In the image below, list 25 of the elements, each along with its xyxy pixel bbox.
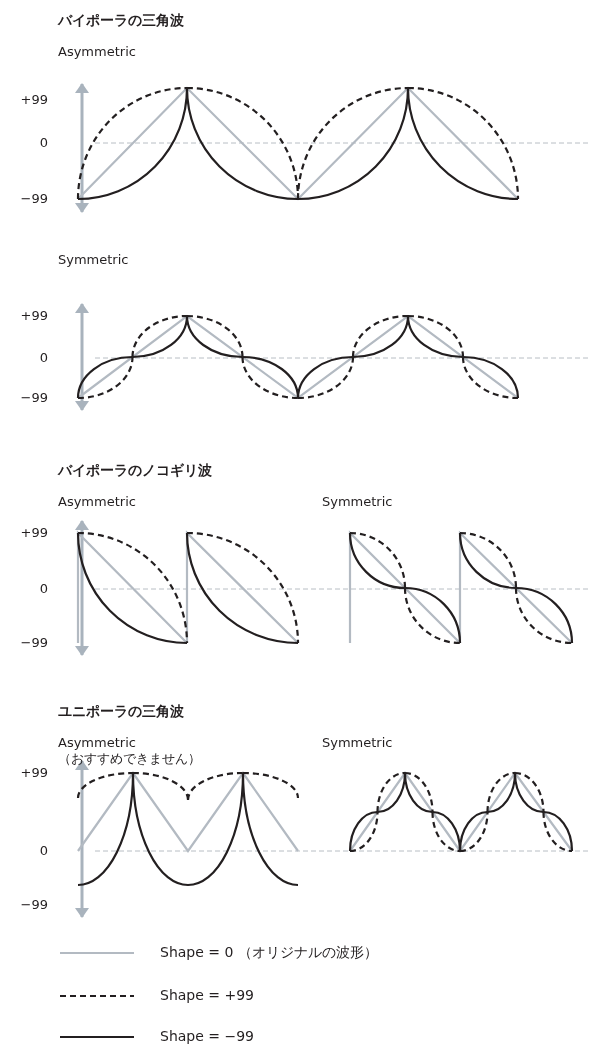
axis-value: −99 — [20, 390, 48, 406]
chart-subtitle: Symmetric — [322, 494, 393, 510]
axis-value: +99 — [20, 308, 48, 324]
axis-value: +99 — [20, 525, 48, 541]
axis-value: 0 — [39, 843, 48, 859]
section-heading: ユニポーラの三角波 — [58, 703, 184, 719]
chart-subtitle: Asymmetric — [58, 44, 136, 60]
axis-value: −99 — [20, 635, 48, 651]
legend-label: Shape = +99 — [160, 987, 254, 1003]
chart-subtitle: （おすすめできません） — [58, 751, 201, 767]
legend-label: Shape = 0 （オリジナルの波形） — [160, 944, 378, 960]
section-heading: バイポーラのノコギリ波 — [58, 462, 212, 478]
axis-value: 0 — [39, 135, 48, 151]
section-heading: バイポーラの三角波 — [58, 12, 184, 28]
legend-label: Shape = −99 — [160, 1028, 254, 1044]
chart-subtitle: Symmetric — [58, 252, 129, 268]
chart-subtitle: Symmetric — [322, 735, 393, 751]
chart-subtitle: Asymmetric — [58, 735, 136, 751]
axis-value: +99 — [20, 765, 48, 781]
chart-subtitle: Asymmetric — [58, 494, 136, 510]
axis-value: 0 — [39, 581, 48, 597]
axis-value: −99 — [20, 191, 48, 207]
axis-value: −99 — [20, 897, 48, 913]
axis-value: +99 — [20, 92, 48, 108]
axis-value: 0 — [39, 350, 48, 366]
